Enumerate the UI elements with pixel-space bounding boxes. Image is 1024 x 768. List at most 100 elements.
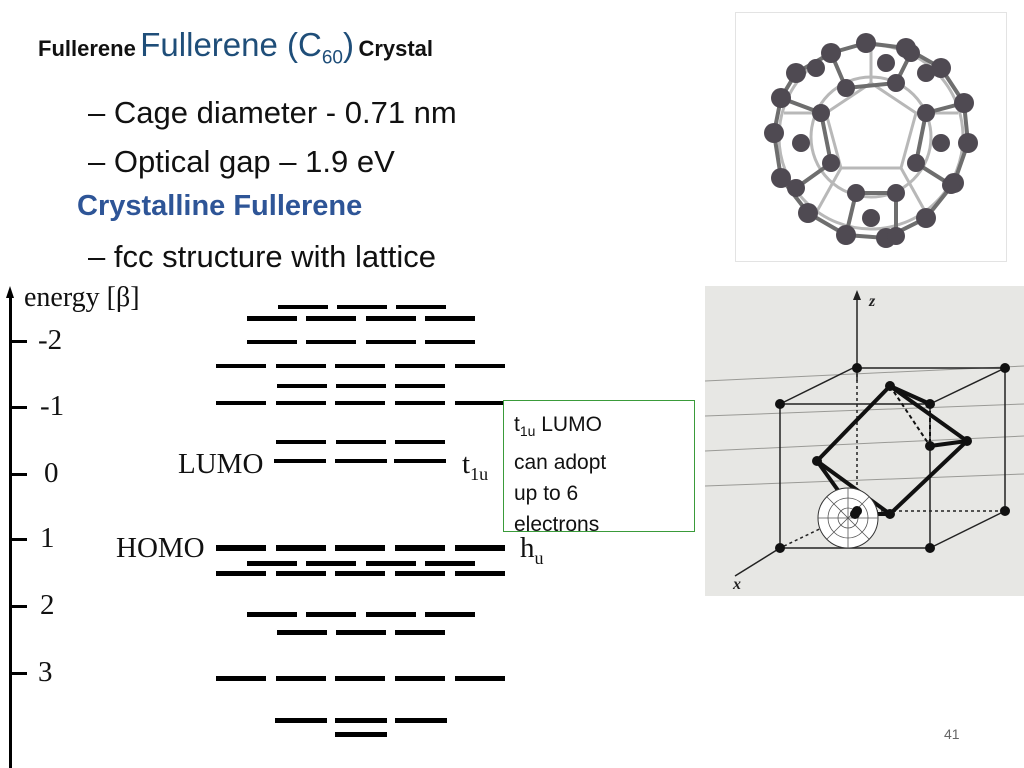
lumo-level — [274, 459, 326, 463]
energy-level — [395, 440, 445, 444]
hu-label: hu — [520, 532, 544, 569]
lumo-callout-box: t1u LUMO can adopt up to 6 electrons — [503, 400, 695, 536]
fcc-lattice-drawing: z x — [705, 290, 1024, 593]
tick-mark — [9, 538, 27, 541]
title-main-text: Fullerene (C — [140, 26, 322, 63]
bullet-cage-diameter: – Cage diameter - 0.71 nm — [88, 95, 457, 130]
energy-level — [396, 305, 446, 309]
tick-mark — [9, 672, 27, 675]
energy-axis-arrow-icon — [6, 286, 14, 298]
callout-line-4: electrons — [514, 513, 600, 537]
energy-level — [335, 571, 385, 576]
energy-level — [335, 732, 387, 737]
tick-label: -2 — [38, 324, 63, 356]
energy-level — [366, 561, 416, 566]
energy-axis-line — [9, 296, 12, 768]
energy-level — [395, 401, 445, 405]
homo-level — [335, 545, 385, 551]
energy-level — [216, 571, 266, 576]
c60-molecule-image — [735, 12, 1007, 262]
energy-level — [455, 364, 505, 368]
energy-level — [276, 364, 326, 368]
energy-level — [277, 630, 327, 635]
energy-level — [216, 676, 266, 681]
energy-level — [336, 630, 386, 635]
energy-level — [306, 316, 356, 321]
fcc-axis-z-label: z — [868, 293, 876, 310]
energy-level — [247, 340, 297, 344]
homo-label: HOMO — [116, 532, 205, 564]
tick-mark — [9, 473, 27, 476]
energy-level — [247, 561, 297, 566]
homo-level — [216, 545, 266, 551]
energy-level — [276, 440, 326, 444]
energy-level — [276, 571, 326, 576]
energy-level — [276, 676, 326, 681]
energy-level — [275, 718, 327, 723]
energy-level — [425, 340, 475, 344]
energy-level — [278, 305, 328, 309]
homo-level — [395, 545, 445, 551]
energy-level — [306, 340, 356, 344]
energy-level — [395, 364, 445, 368]
title-suffix: Crystal — [358, 36, 434, 61]
energy-level — [395, 630, 445, 635]
title-main: Fullerene (C60) — [140, 26, 354, 69]
energy-level — [216, 364, 266, 368]
fcc-lattice-figure: z x — [705, 286, 1024, 596]
energy-level — [425, 612, 475, 617]
tick-label: 0 — [44, 457, 59, 489]
energy-level — [335, 676, 385, 681]
bullet-optical-gap: – Optical gap – 1.9 eV — [88, 144, 395, 179]
page-number: 41 — [944, 726, 960, 742]
tick-mark — [9, 406, 27, 409]
energy-level — [247, 612, 297, 617]
tick-label: 3 — [38, 656, 53, 688]
fcc-axis-x-label: x — [732, 576, 741, 593]
energy-level — [425, 316, 475, 321]
energy-level — [306, 561, 356, 566]
title-prefix: Fullerene — [38, 36, 136, 61]
energy-level — [335, 401, 385, 405]
energy-level — [335, 718, 387, 723]
tick-mark — [9, 340, 27, 343]
energy-level — [395, 676, 445, 681]
lumo-label: LUMO — [178, 448, 264, 480]
energy-level — [395, 384, 445, 388]
energy-level — [216, 401, 266, 405]
callout-line-1: t1u LUMO — [514, 409, 684, 447]
energy-level — [395, 718, 447, 723]
tick-label: 2 — [40, 589, 55, 621]
title-subscript: 60 — [321, 47, 343, 69]
energy-level — [366, 612, 416, 617]
energy-level — [336, 384, 386, 388]
callout-lumo: LUMO — [535, 413, 602, 436]
energy-level — [366, 340, 416, 344]
energy-axis-label: energy [β] — [24, 282, 140, 313]
t1u-main: t — [462, 448, 471, 480]
section-heading: Crystalline Fullerene — [77, 190, 363, 222]
lumo-level — [335, 459, 387, 463]
slide-title: Fullerene Fullerene (C60) Crystal — [38, 26, 433, 70]
energy-level — [455, 571, 505, 576]
callout-t: t — [514, 413, 520, 436]
tick-label: -1 — [40, 390, 65, 422]
title-close: ) — [342, 26, 354, 63]
energy-level — [425, 561, 475, 566]
energy-level — [337, 305, 387, 309]
callout-line-3: up to 6 — [514, 482, 579, 506]
energy-level — [277, 384, 327, 388]
hu-sub: u — [534, 547, 544, 568]
bullet-fcc-structure: – fcc structure with lattice — [88, 239, 437, 274]
energy-level — [336, 440, 386, 444]
energy-level — [455, 676, 505, 681]
energy-level — [306, 612, 356, 617]
energy-level — [335, 364, 385, 368]
lumo-level — [394, 459, 446, 463]
energy-level — [395, 571, 445, 576]
homo-level — [455, 545, 505, 551]
energy-level — [247, 316, 297, 321]
callout-t-sub: 1u — [519, 423, 536, 440]
homo-level — [276, 545, 326, 551]
tick-label: 1 — [40, 522, 55, 554]
